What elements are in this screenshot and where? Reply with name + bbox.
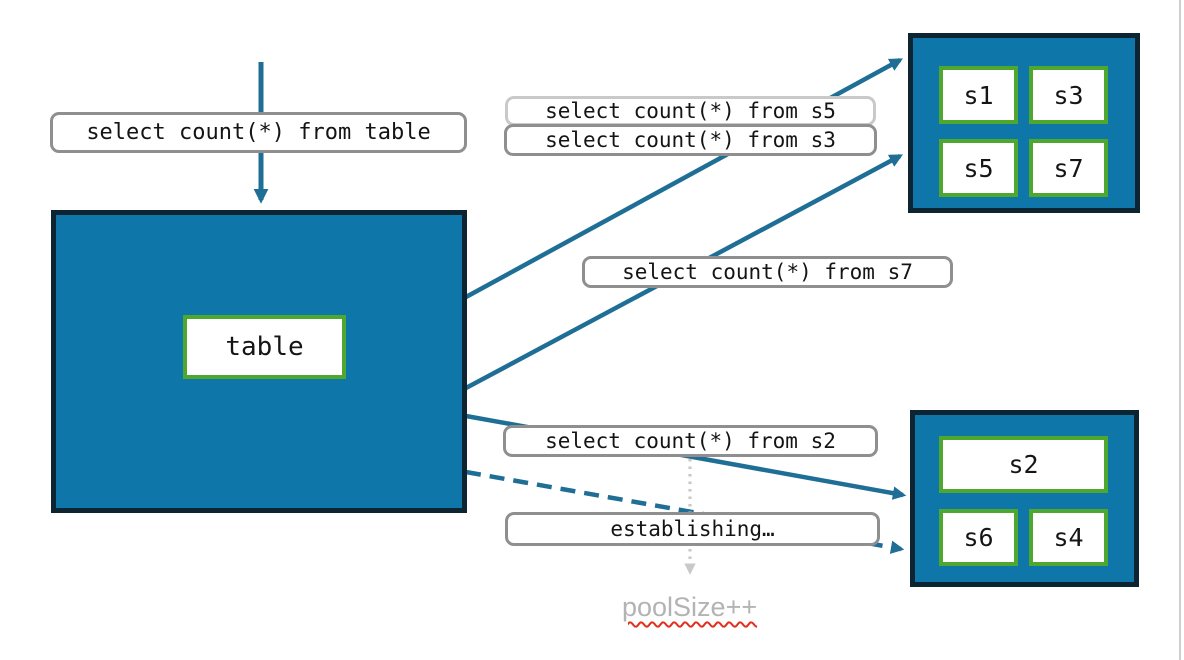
- shard-s3: s3: [1029, 66, 1108, 124]
- shard-s4: s4: [1029, 509, 1108, 566]
- query-label-s3: select count(*) from s3: [504, 124, 877, 156]
- shard-s5: s5: [939, 139, 1018, 197]
- shard-s7: s7: [1029, 139, 1108, 197]
- slide-right-edge-line: [1179, 0, 1181, 660]
- poolsize-annotation: poolSize++: [622, 592, 758, 622]
- shard-group-bottom: s2 s6 s4: [910, 410, 1139, 587]
- shard-s2: s2: [939, 436, 1108, 493]
- establishing-label: establishing…: [505, 512, 880, 546]
- table-node: table: [51, 210, 467, 513]
- shard-s6: s6: [939, 509, 1018, 566]
- query-label-s7: select count(*) from s7: [582, 256, 953, 288]
- table-label: table: [183, 315, 346, 379]
- query-label-s2: select count(*) from s2: [503, 425, 878, 457]
- shard-s1: s1: [939, 66, 1018, 124]
- query-label-table: select count(*) from table: [50, 112, 467, 153]
- shard-group-top: s1 s3 s5 s7: [908, 33, 1140, 213]
- query-label-s5: select count(*) from s5: [505, 96, 876, 126]
